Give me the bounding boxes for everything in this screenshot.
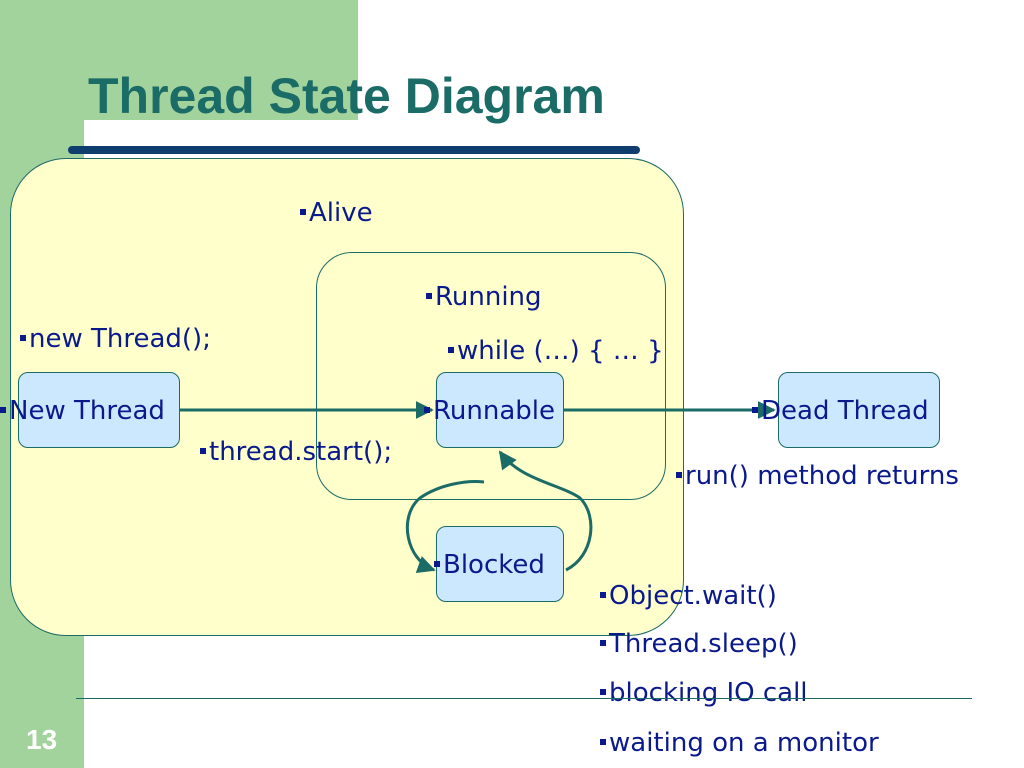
blocking-cause-item: blocking IO call: [600, 678, 808, 708]
bullet-icon: [434, 560, 440, 567]
blocked-label: Blocked: [434, 550, 545, 580]
bullet-icon: [200, 447, 206, 454]
running-label: Running: [426, 282, 542, 312]
slide-title: Thread State Diagram: [88, 68, 605, 124]
bullet-icon: [600, 639, 606, 646]
bullet-icon: [300, 208, 306, 215]
start-call-label: thread.start();: [200, 437, 392, 467]
alive-label: Alive: [300, 198, 373, 228]
dead-thread-label: Dead Thread: [752, 396, 929, 426]
loop-label: while (…) { … }: [448, 336, 664, 366]
new-thread-label: New Thread: [0, 396, 165, 426]
blocking-cause-item: waiting on a monitor: [600, 728, 879, 758]
unblock-transition-arrow: [498, 450, 593, 572]
page-number: 13: [26, 724, 58, 755]
bullet-icon: [752, 406, 758, 413]
bullet-icon: [426, 292, 432, 299]
footer-divider: [76, 698, 972, 699]
dead-thread-state: [778, 372, 940, 448]
bullet-icon: [0, 406, 6, 413]
bullet-icon: [676, 471, 682, 478]
bullet-icon: [600, 688, 606, 695]
top-accent-band: [84, 0, 358, 120]
blocked-state: [436, 526, 564, 602]
bullet-icon: [448, 346, 454, 353]
bullet-icon: [600, 738, 606, 745]
running-region: [316, 252, 666, 500]
title-underline: [68, 146, 640, 154]
bullet-icon: [424, 406, 430, 413]
new-thread-call-label: new Thread();: [20, 324, 211, 354]
run-returns-label: run() method returns: [676, 461, 959, 491]
bullet-icon: [600, 591, 606, 598]
runnable-label: Runnable: [424, 396, 555, 426]
block-transition-arrow: [405, 480, 485, 574]
blocking-cause-item: Thread.sleep(): [600, 629, 798, 659]
blocking-cause-item: Object.wait(): [600, 581, 777, 611]
runnable-state: [436, 372, 564, 448]
bullet-icon: [20, 334, 26, 341]
new-thread-state: [18, 372, 180, 448]
